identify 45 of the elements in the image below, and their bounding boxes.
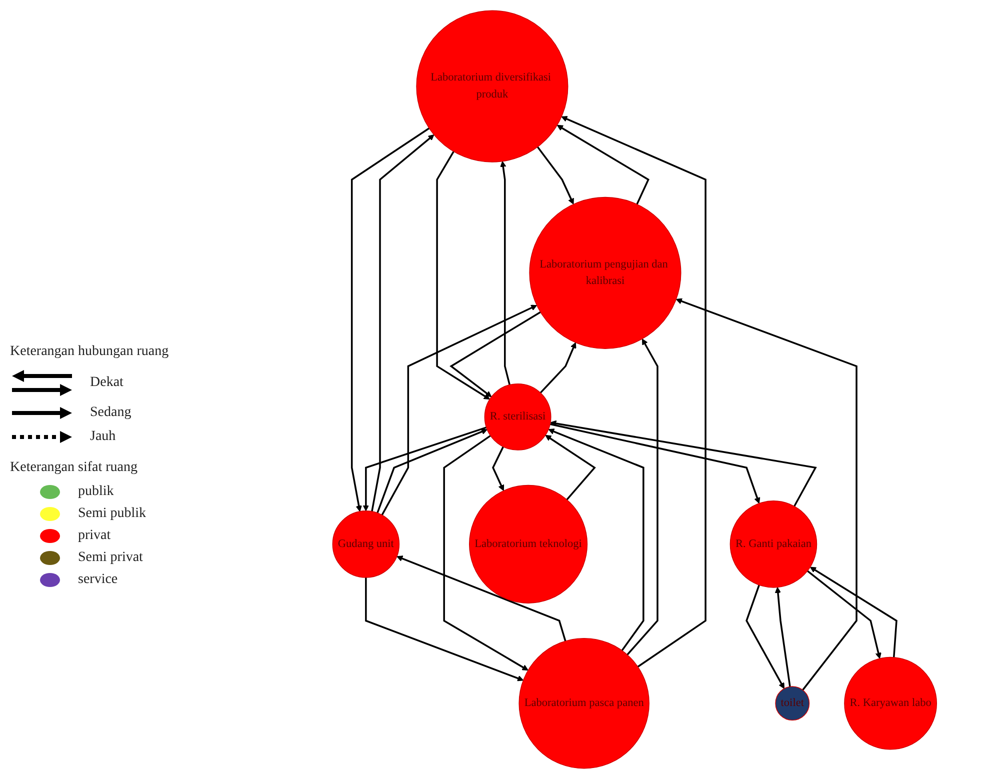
arrow [550, 420, 818, 507]
arrow [500, 161, 511, 386]
arrow [365, 577, 524, 682]
node-circle: R. sterilisasi [484, 383, 552, 450]
arrow [676, 298, 858, 691]
arrow [540, 342, 577, 394]
node-circle: Laboratorium teknologi [469, 484, 588, 604]
arrow [371, 134, 435, 512]
node-circle: Gudang unit [332, 510, 400, 578]
legend-label: Jauh [90, 429, 116, 445]
legend-label: publik [78, 484, 114, 500]
arrow [807, 570, 882, 659]
arrow [562, 116, 707, 668]
arrow [444, 434, 529, 671]
arrow [382, 304, 538, 516]
arrow [746, 584, 785, 689]
legend-label: Dekat [90, 375, 124, 391]
arrow [810, 566, 898, 658]
node-circle: R. Ganti pakaian [730, 500, 818, 588]
node-circle: R. Karyawan labo [844, 656, 938, 750]
legend-label: Semi privat [78, 550, 143, 566]
legend-label: Sedang [90, 405, 132, 421]
legend-heading: Keterangan hubungan ruang [10, 344, 170, 360]
arrow [351, 127, 430, 512]
node-circle: Laboratorium pengujian dan kalibrasi [530, 196, 682, 349]
arrow [626, 338, 659, 656]
legend-label: service [78, 572, 118, 588]
legend-label: privat [78, 528, 111, 544]
legend-label: Semi publik [78, 506, 146, 522]
node-circle: toilet [776, 686, 810, 721]
node-circle: Laboratorium pasca panen [519, 638, 650, 769]
arrow [775, 587, 792, 687]
arrow [396, 556, 567, 642]
arrow [537, 146, 574, 204]
arrow [557, 124, 650, 205]
node-circle: Laboratorium diversifikasi produk [416, 10, 569, 162]
legend-heading: Keterangan sifat ruang [10, 460, 138, 476]
arrow [546, 434, 596, 500]
arrow [450, 311, 542, 398]
arrow [548, 428, 645, 652]
arrow [550, 423, 761, 504]
arrow [492, 446, 504, 491]
arrow [376, 428, 488, 514]
arrow [436, 151, 490, 400]
arrow [363, 426, 487, 512]
